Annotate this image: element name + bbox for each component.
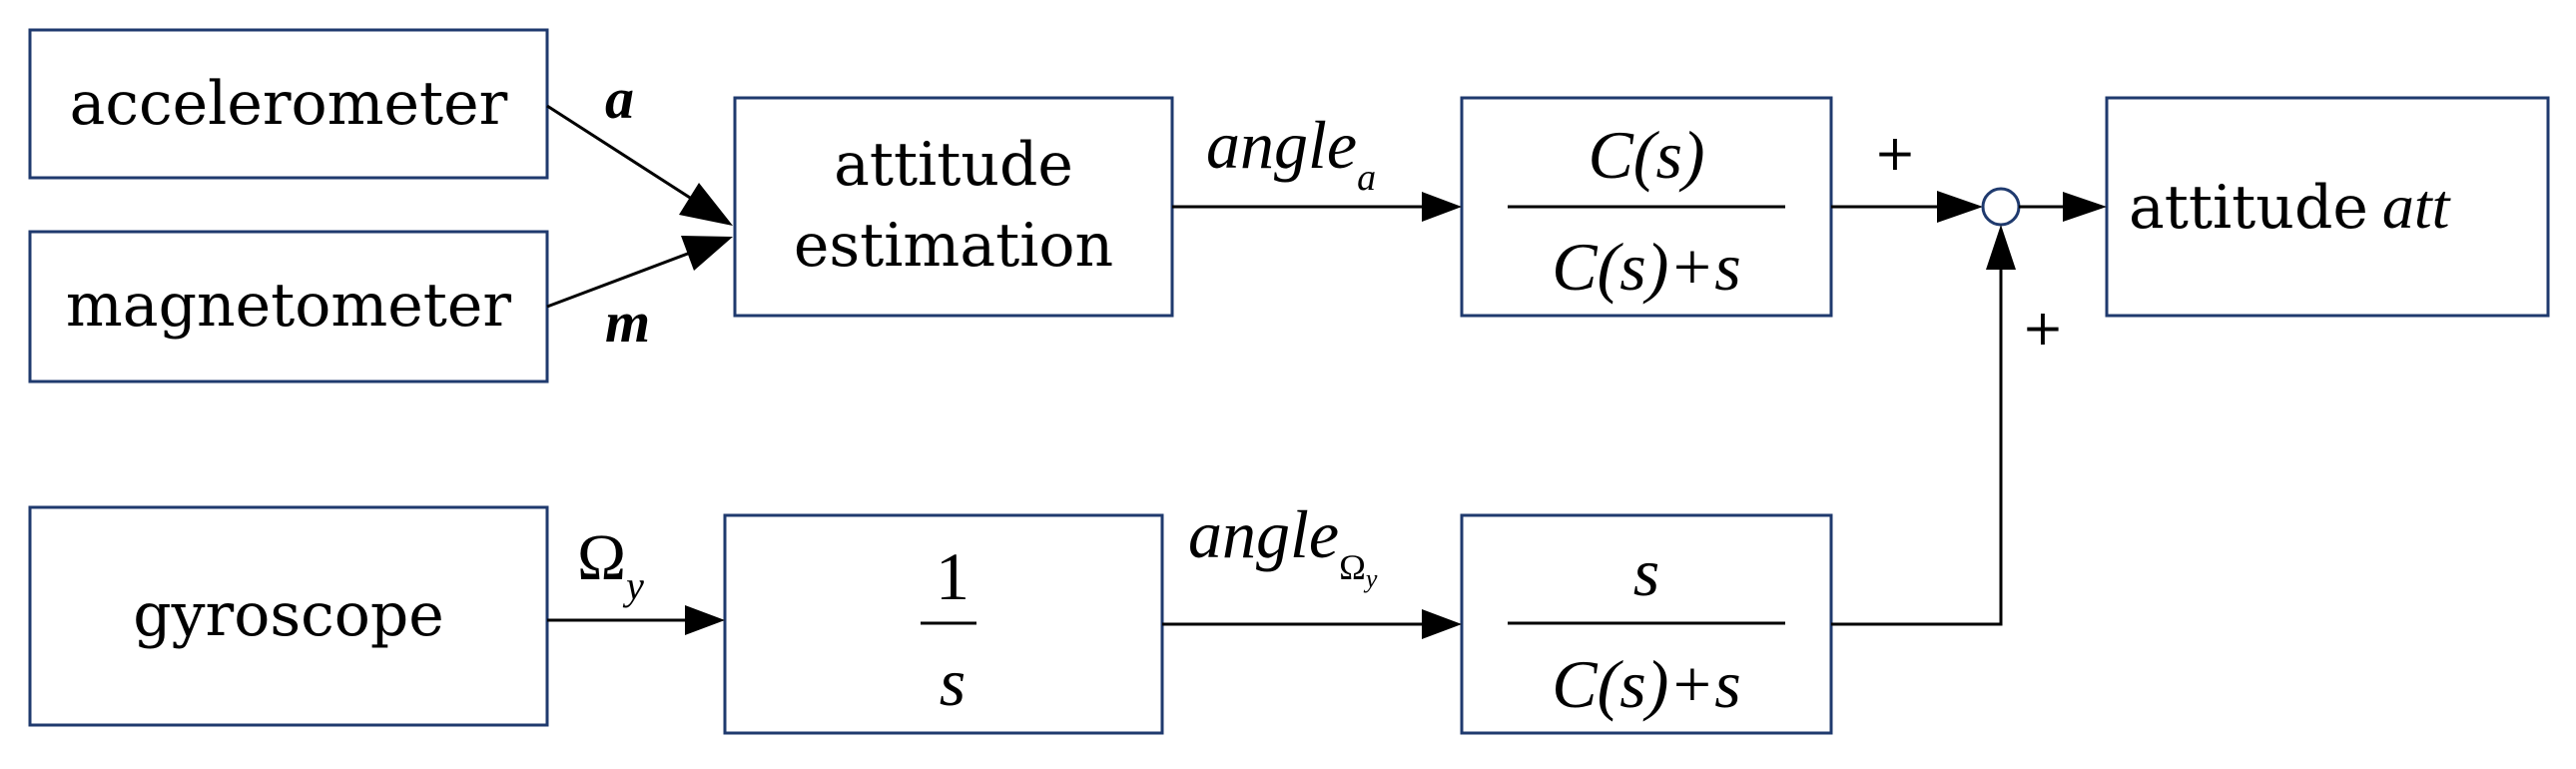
magnetometer-label: magnetometer: [66, 271, 511, 341]
arrowhead-accelerometer: [679, 183, 733, 226]
wire-accelerometer-to-estimation: [546, 104, 702, 207]
arrowhead-output: [2063, 192, 2107, 222]
low-pass-filter-block: C(s) C(s)+s: [1460, 96, 1833, 318]
sum-sign-top: +: [1874, 124, 1916, 182]
arrowhead-sum-bottom: [1986, 225, 2016, 270]
integrator-block: 1 s: [723, 513, 1164, 735]
arrowhead-lowpass: [1422, 192, 1462, 222]
high-pass-denominator: C(s)+s: [1552, 646, 1740, 722]
accelerometer-label: accelerometer: [70, 69, 508, 139]
attitude-estimation-label-line1: attitude: [834, 130, 1073, 200]
attitude-estimation-block: attitude estimation: [733, 96, 1174, 318]
sum-sign-bottom: +: [2022, 299, 2064, 357]
integrator-denominator: s: [940, 644, 966, 720]
wire-magnetometer-to-estimation: [546, 247, 702, 309]
signal-omega-y-label: Ωy: [577, 521, 644, 608]
low-pass-numerator: C(s): [1588, 117, 1704, 193]
signal-angle-a-label: anglea: [1206, 107, 1376, 199]
attitude-estimation-label-line2: estimation: [794, 211, 1113, 281]
high-pass-numerator: s: [1633, 534, 1659, 610]
magnetometer-block: magnetometer: [28, 230, 549, 384]
arrowhead-highpass: [1422, 609, 1462, 639]
signal-m-label: m: [605, 290, 650, 355]
arrowhead-magnetometer: [681, 236, 733, 271]
low-pass-denominator: C(s)+s: [1552, 229, 1740, 305]
summing-junction: [1981, 187, 2021, 227]
signal-angle-omega-label: angleΩy: [1188, 496, 1378, 593]
arrowhead-integrator: [685, 605, 725, 635]
accelerometer-block: accelerometer: [28, 28, 549, 180]
gyroscope-label: gyroscope: [133, 580, 444, 650]
wire-highpass-to-sum: [1831, 270, 2003, 626]
arrowhead-sum-top: [1937, 191, 1983, 223]
gyroscope-block: gyroscope: [28, 505, 549, 727]
high-pass-filter-block: s C(s)+s: [1460, 513, 1833, 735]
integrator-numerator: 1: [936, 538, 969, 614]
signal-a-label: a: [605, 66, 634, 131]
